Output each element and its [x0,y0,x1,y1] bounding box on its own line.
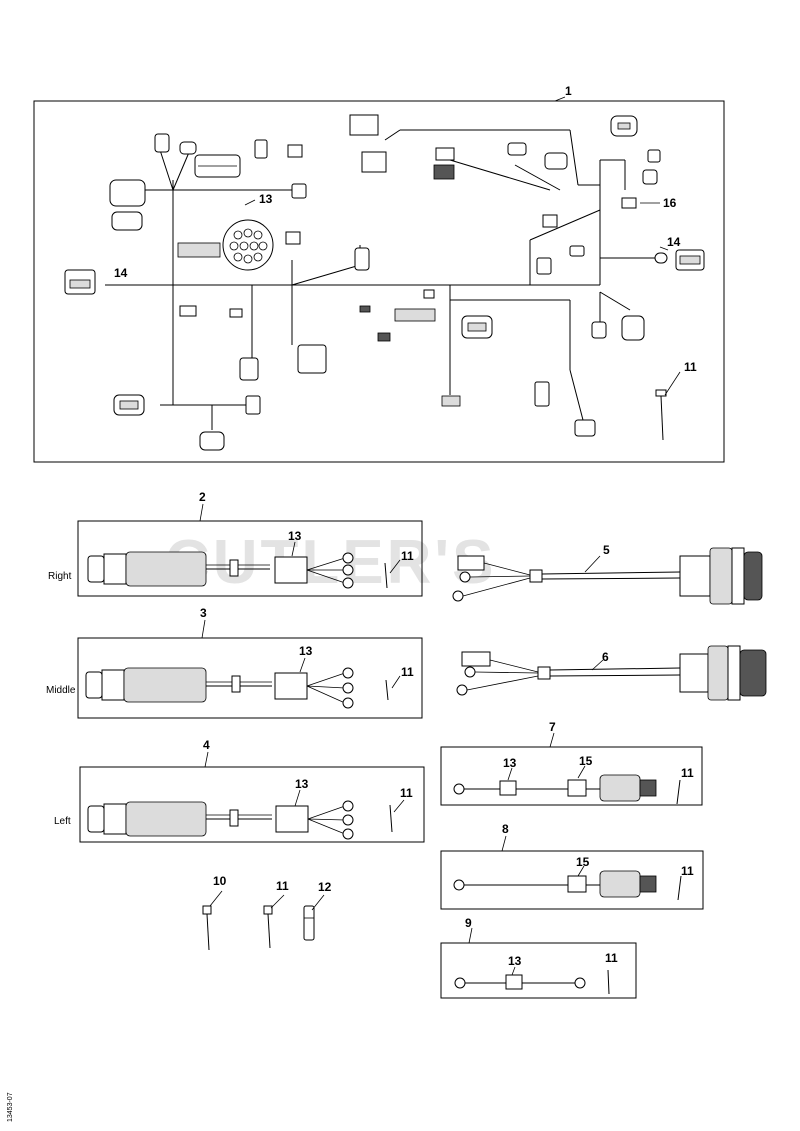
loose-parts: 10 11 12 [202,874,332,951]
harness-item-7: 7 13 15 11 [440,720,703,806]
callout-3: 3 [200,606,207,620]
callout-14-left: 14 [114,266,128,280]
callout-6: 6 [602,650,609,664]
harness-middle-panel: 3 Middle 13 11 [46,606,423,719]
callout-1: 1 [565,84,572,98]
callout-13-item9: 13 [508,954,522,968]
callout-14-right: 14 [667,235,681,249]
callout-13-right: 13 [288,529,302,543]
label-right: Right [48,571,72,582]
harness-left-panel: 4 Left 13 11 [54,738,425,843]
callout-12: 12 [318,880,332,894]
callout-11-right: 11 [401,549,414,563]
callout-13-middle: 13 [299,644,313,658]
callout-2: 2 [199,490,206,504]
callout-13-left: 13 [295,777,309,791]
callout-8: 8 [502,822,509,836]
label-left: Left [54,816,71,827]
callout-11-item7: 11 [681,766,694,780]
footer-code: 13453-07 [7,1092,14,1122]
callout-15-item8: 15 [576,855,590,869]
callout-11-item8: 11 [681,864,694,878]
harness-right-panel: 2 Right 13 11 [48,490,423,597]
callout-11-item9: 11 [605,951,618,965]
label-middle: Middle [46,685,76,696]
cable-item-5: 5 [452,543,763,605]
harness-item-9: 9 13 11 [440,916,637,999]
callout-11-middle: 11 [401,665,414,679]
callout-15-item7: 15 [579,754,593,768]
watermark: CUTLER'S [165,528,497,597]
callout-11-main: 11 [684,360,697,374]
callout-11-loose: 11 [276,879,289,893]
main-harness-panel: 1 [33,84,725,463]
callout-9: 9 [465,916,472,930]
harness-item-8: 8 15 11 [440,822,704,910]
callout-4: 4 [203,738,210,752]
callout-13-main: 13 [259,192,273,206]
callout-5: 5 [603,543,610,557]
callout-11-left: 11 [400,786,413,800]
callout-10: 10 [213,874,227,888]
callout-7: 7 [549,720,556,734]
callout-13-item7: 13 [503,756,517,770]
callout-16: 16 [663,196,677,210]
cable-item-6: 6 [456,645,767,701]
round-connector-pins [229,228,268,264]
